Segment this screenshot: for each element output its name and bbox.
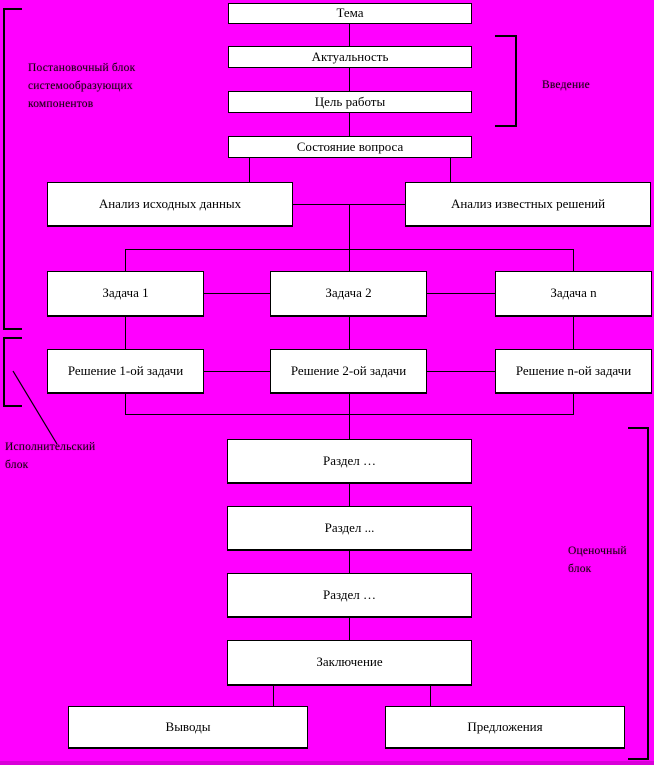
box-sostoyanie-voprosa: Состояние вопроса [228,136,472,158]
box-predlozheniya: Предложения [385,706,625,749]
connector-line [349,249,350,271]
connector-line [349,68,350,91]
connector-line [349,551,350,573]
connector-line [450,158,451,182]
connector-line [573,317,574,349]
box-tsel-raboty: Цель работы [228,91,472,113]
window-bottom-edge [0,761,654,765]
connector-line [249,158,250,182]
box-razdel-3: Раздел … [227,573,472,618]
connector-line [573,249,574,271]
box-razdel-2: Раздел ... [227,506,472,551]
connector-line [349,204,350,249]
connector-line [349,618,350,640]
bracket-vvedenie [495,35,517,127]
bracket-ispolnitelsky-blok [3,337,22,407]
connector-line [349,24,350,46]
connector-line [125,249,126,271]
box-razdel-1: Раздел … [227,439,472,484]
connector-line [349,484,350,506]
connector-line [204,371,270,372]
box-zaklyuchenie: Заключение [227,640,472,686]
connector-line [349,317,350,349]
connector-line [349,113,350,136]
connector-line [427,293,495,294]
connector-line [273,686,274,706]
box-zadacha-n: Задача n [495,271,652,317]
connector-line [125,317,126,349]
label-vvedenie: Введение [542,79,590,91]
box-zadacha-1: Задача 1 [47,271,204,317]
bracket-postanovochny-blok [3,8,22,330]
box-reshenie-1: Решение 1-ой задачи [47,349,204,394]
box-zadacha-2: Задача 2 [270,271,427,317]
box-reshenie-2: Решение 2-ой задачи [270,349,427,394]
box-analiz-ishodnyh-dannyh: Анализ исходных данных [47,182,293,227]
box-vyvody: Выводы [68,706,308,749]
connector-line [349,394,350,439]
connector-line [204,293,270,294]
connector-line [430,686,431,706]
label-otsenochny-blok: Оценочный блок [568,545,627,575]
label-ispolnitelsky-blok: Исполнительский блок [5,441,96,471]
connector-line [125,394,126,415]
box-aktualnost: Актуальность [228,46,472,68]
box-tema: Тема [228,3,472,24]
connector-line [573,394,574,415]
label-postanovochny-blok: Постановочный блок системообразующих ком… [28,62,136,110]
box-analiz-izvestnyh-resheniy: Анализ известных решений [405,182,651,227]
bracket-otsenochny-blok [628,427,649,760]
box-reshenie-n: Решение n-ой задачи [495,349,652,394]
connector-line [427,371,495,372]
